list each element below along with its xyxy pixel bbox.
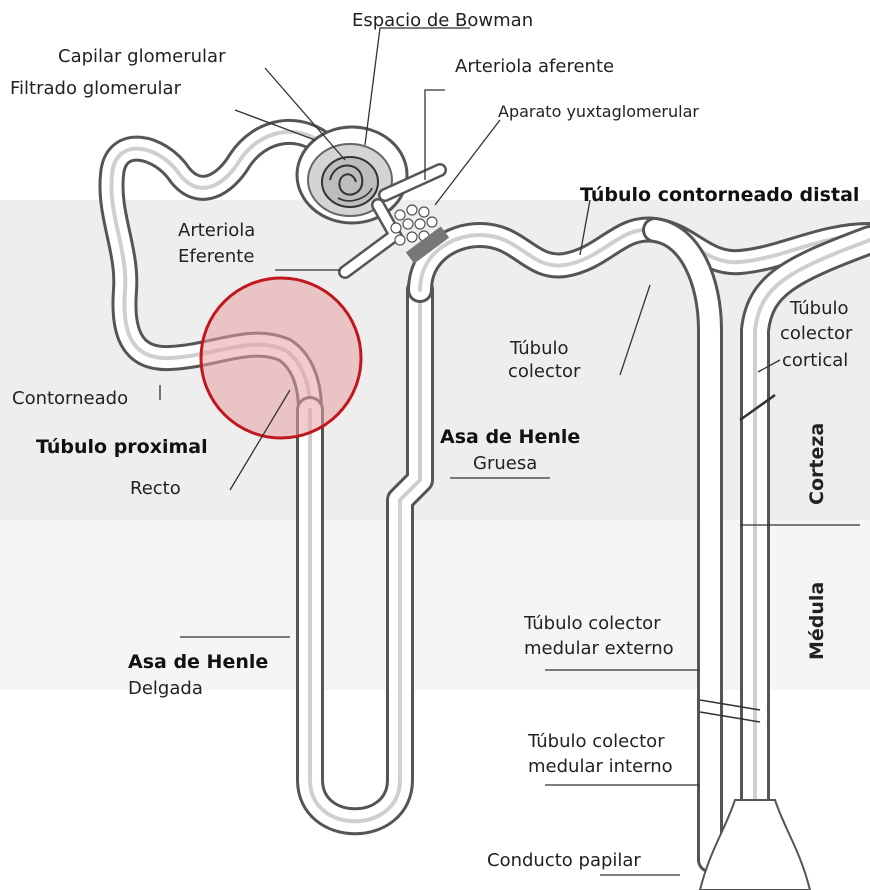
label-tubulo-colector-medular-interno-2: medular interno — [528, 758, 673, 776]
label-espacio-bowman: Espacio de Bowman — [352, 12, 533, 30]
label-corteza: Corteza — [806, 423, 828, 505]
label-asa-henle-delgada-sub: Delgada — [128, 680, 203, 698]
label-filtrado-glomerular: Filtrado glomerular — [10, 80, 181, 98]
label-contorneado: Contorneado — [12, 390, 128, 408]
label-tubulo-colector-2: colector — [508, 363, 580, 381]
label-capilar-glomerular: Capilar glomerular — [58, 48, 225, 66]
label-tubulo-colector-cortical-3: cortical — [782, 352, 848, 370]
label-tubulo-colector-medular-externo-1: Túbulo colector — [524, 615, 661, 633]
label-asa-henle-delgada-title: Asa de Henle — [128, 653, 268, 672]
highlight-circle — [201, 278, 361, 438]
label-medula: Médula — [806, 582, 828, 660]
label-conducto-papilar: Conducto papilar — [487, 852, 641, 870]
label-tubulo-colector-medular-interno-1: Túbulo colector — [528, 733, 665, 751]
label-tubulo-contorneado-distal: Túbulo contorneado distal — [580, 186, 859, 205]
label-tubulo-colector-cortical-1: Túbulo — [790, 300, 849, 318]
label-aparato-yuxtaglomerular: Aparato yuxtaglomerular — [498, 104, 699, 120]
label-arteriola-eferente-2: Eferente — [178, 248, 254, 266]
label-asa-henle-gruesa-sub: Gruesa — [473, 455, 537, 473]
label-tubulo-colector-cortical-2: colector — [780, 325, 852, 343]
label-tubulo-proximal: Túbulo proximal — [36, 438, 208, 457]
glomerulus — [322, 157, 378, 207]
label-arteriola-eferente-1: Arteriola — [178, 222, 255, 240]
label-recto: Recto — [130, 480, 181, 498]
label-tubulo-colector-medular-externo-2: medular externo — [524, 640, 674, 658]
label-arteriola-aferente: Arteriola aferente — [455, 58, 614, 76]
label-asa-henle-gruesa-title: Asa de Henle — [440, 428, 580, 447]
label-tubulo-colector-1: Túbulo — [510, 340, 569, 358]
